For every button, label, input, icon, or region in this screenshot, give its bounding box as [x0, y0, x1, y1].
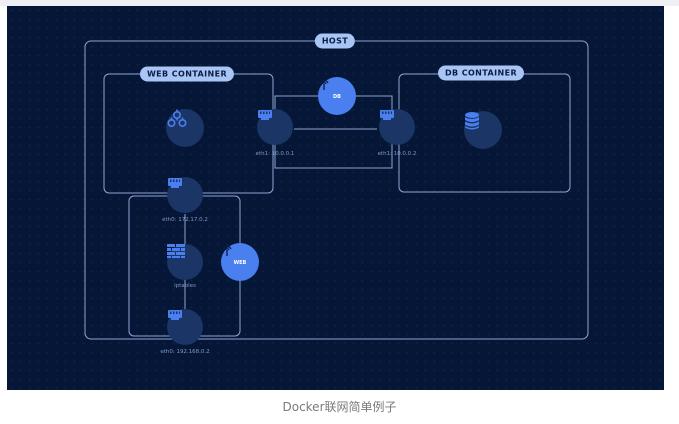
web-eth0-label: eth0: 172.17.0.2: [162, 217, 208, 223]
figure-caption: Docker联网简单例子: [282, 400, 397, 414]
web-network-node: WEB: [221, 243, 259, 281]
web-eth1-node: [257, 109, 293, 145]
diagram-lines: [84, 40, 589, 340]
iptables-label: iptables: [174, 283, 196, 289]
db-eth1-label: eth1: 10.0.0.2: [377, 151, 417, 157]
network-card-icon: [168, 310, 182, 320]
web-network-label: WEB: [233, 259, 247, 266]
db-container-label: DB CONTAINER: [437, 65, 525, 81]
db-network-label: DB: [333, 93, 341, 100]
antenna-icon: [319, 79, 329, 90]
antenna-icon: [222, 245, 232, 256]
db-eth1-node: [379, 109, 415, 145]
network-card-icon: [168, 178, 182, 188]
web-app-node: [166, 109, 204, 147]
network-diagram: HOST WEB CONTAINER DB CONTAINER: [7, 6, 664, 390]
db-network-node: DB: [318, 77, 356, 115]
database-node: [464, 111, 502, 149]
gears-icon: [167, 109, 187, 128]
iptables-node: [167, 244, 203, 280]
network-card-icon: [258, 110, 272, 120]
host-eth0-label: eth0: 192.168.0.2: [160, 349, 210, 355]
top-border: [0, 0, 679, 6]
web-eth1-label: eth1: 10.0.0.1: [255, 151, 295, 157]
firewall-icon: [167, 244, 185, 258]
database-icon: [465, 112, 479, 130]
host-label: HOST: [314, 33, 356, 49]
web-container-label: WEB CONTAINER: [139, 66, 235, 82]
db-network-link-lower: [274, 144, 393, 169]
web-eth0-node: [167, 177, 203, 213]
network-card-icon: [380, 110, 394, 120]
host-eth0-node: [167, 309, 203, 345]
